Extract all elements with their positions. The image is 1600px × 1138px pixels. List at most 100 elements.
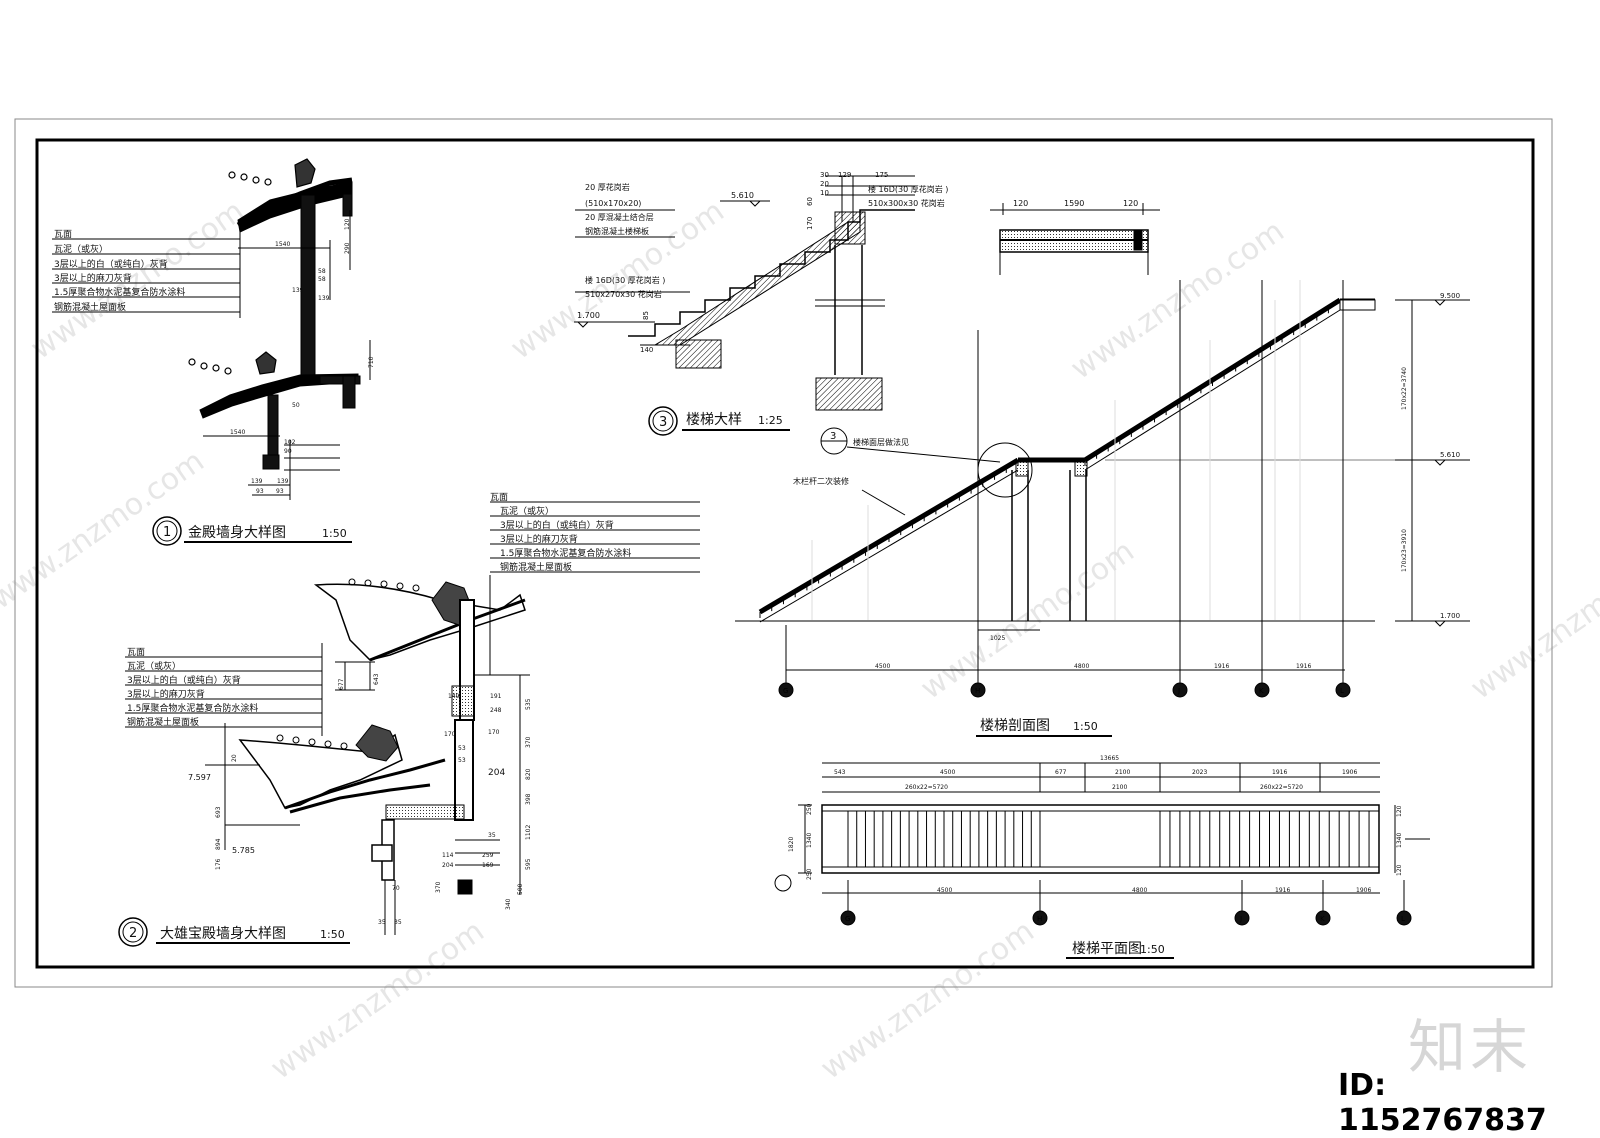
detail2-elevation: 7.597: [188, 773, 211, 782]
detail1-dims: 1540 290 120 58 58 139 139 710 50 1540 1…: [230, 218, 375, 495]
detail3-dim: 129: [838, 171, 851, 179]
detail1-number: 1: [163, 525, 171, 540]
section-axis-h: [970, 682, 986, 698]
detail2-dim: 53: [458, 757, 466, 764]
plan-side-dim: 1820: [788, 837, 795, 852]
plan-top-dim: 1906: [1342, 769, 1357, 776]
detail2-dim: 370: [435, 881, 442, 893]
plan-axis-j: [1234, 910, 1250, 926]
detail2-dim: 340: [505, 898, 512, 910]
watermark-layer: www.znzmo.com www.znzmo.com www.znzmo.co…: [0, 194, 1600, 1087]
detail2-upper-layer-4: 3层以上的麻刀灰背: [500, 533, 578, 545]
plan-side-dim: 250: [806, 803, 813, 815]
section-elevation: 9.500: [1440, 292, 1460, 300]
detail2-dim: 693: [215, 806, 222, 818]
detail1-dim: 93: [276, 488, 284, 495]
plan-axis-h: [1032, 910, 1048, 926]
plan-axis-l: [1396, 910, 1412, 926]
detail-1-wall-section: [188, 158, 371, 500]
plan-axis-label: H: [1037, 915, 1042, 923]
detail2-dim: 398: [525, 793, 532, 805]
detail2-dim: 820: [525, 768, 532, 780]
section-axis-j: [1172, 682, 1188, 698]
detail2-lower-wall: [454, 719, 474, 821]
detail2-dim: 204: [488, 768, 505, 778]
section-dim-1025: 1025: [990, 635, 1005, 642]
detail3-elevation: 1.700: [577, 311, 600, 320]
plan-total-dim: 13665: [1100, 755, 1119, 762]
detail1-layer-6: 钢筋混凝土屋面板: [54, 301, 126, 313]
detail1-wall: [300, 194, 316, 376]
detail1-title-block: 1 金殿墙身大样图 1:50: [152, 516, 352, 546]
detail3-title-block: 3 楼梯大样 1:25: [648, 406, 790, 436]
detail2-dim: 894: [215, 838, 222, 850]
detail2-dim: 169: [482, 862, 494, 869]
detail2-dim: 170: [444, 731, 456, 738]
detail3-note: 20 厚花岗岩: [585, 182, 630, 192]
detail2-dim: 1102: [525, 825, 532, 840]
plan-top-dim: 1916: [1272, 769, 1287, 776]
section-axis-label: H: [975, 687, 980, 695]
detail2-dim: 248: [490, 707, 502, 714]
detail3-note: 510x300x30 花岗岩: [868, 198, 945, 208]
detail2-base: [371, 844, 393, 862]
detail2-layer-text-lower: 瓦面 瓦泥（或灰） 3层以上的白（或纯白）灰背 3层以上的麻刀灰背 1.5厚聚合…: [127, 647, 258, 728]
section-elevation: 1.700: [1440, 612, 1460, 620]
detail1-layer-2: 瓦泥（或灰）: [54, 243, 108, 255]
detail2-lower-ornaments: [276, 724, 399, 762]
detail2-dim: 643: [373, 673, 380, 685]
detail2-dim: 176: [215, 858, 222, 870]
detail2-dim: 170: [488, 729, 500, 736]
detail2-dim: 35: [488, 832, 496, 839]
detail1-column: [267, 394, 279, 456]
section-balusters: [811, 280, 1301, 620]
section-axis-label: K: [1259, 687, 1264, 695]
detail2-dim: 20: [231, 754, 238, 762]
detail3-note: (510x170x20): [585, 199, 641, 208]
detail2-dim: 595: [525, 858, 532, 870]
detail2-dim: 35: [394, 919, 402, 926]
plan-side-dim: 1340: [1396, 833, 1403, 848]
detail3-note: 楼 16D(30 厚花岗岩 ): [868, 184, 948, 194]
detail2-dim: 191: [490, 693, 502, 700]
plan-axis-g: [840, 910, 856, 926]
detail1-dim: 93: [256, 488, 264, 495]
detail2-upper-layer-3: 3层以上的白（或纯白）灰背: [500, 519, 614, 531]
detail1-dim: 290: [344, 242, 351, 254]
detail2-upper-layer-2: 瓦泥（或灰）: [500, 505, 554, 517]
detail1-title: 金殿墙身大样图: [188, 525, 286, 541]
section-axis-label: L: [1340, 687, 1344, 695]
detail2-lower-layer-4: 3层以上的麻刀灰背: [127, 688, 205, 700]
detail3-dims: 30 129 175 20 10 60 170 85 140: [640, 171, 888, 354]
detail1-layer-table: [52, 238, 240, 313]
detail3-notes: 20 厚花岗岩 (510x170x20) 20 厚混凝土结合层 钢筋混凝土楼梯板…: [577, 182, 948, 320]
detail1-base: [262, 454, 280, 470]
detail2-scale: 1:50: [320, 928, 345, 941]
plan-side-dim: 250: [806, 868, 813, 880]
detail1-dim: 1540: [230, 429, 245, 436]
detail2-dim: 35: [378, 919, 386, 926]
detail3-dim: 10: [820, 189, 829, 197]
watermark-text-7: www.znzmo.com: [265, 914, 491, 1087]
detail2-upper-roof: [313, 583, 526, 661]
section-elevation: 5.610: [1440, 451, 1460, 459]
section-axis-label: G: [783, 687, 788, 695]
detail3-dim: 175: [875, 171, 888, 179]
detail2-dim: 204: [442, 862, 454, 869]
plan-side-dim: 120: [1396, 805, 1403, 817]
section-scale: 1:50: [1073, 720, 1098, 733]
detail2-upper-layer-1: 瓦面: [490, 492, 508, 503]
outer-border: [14, 118, 1553, 988]
detail2-title-block: 2 大雄宝殿墙身大样图 1:50: [118, 917, 350, 947]
detail3-dim: 30: [820, 171, 829, 179]
plan-top-dim: 2023: [1192, 769, 1207, 776]
detail1-dim: 139: [251, 478, 263, 485]
watermark-brand: 知末: [1408, 1013, 1533, 1081]
section-grid-dim: 4500: [875, 663, 890, 670]
detail3-dim: 60: [806, 197, 814, 206]
plan-texts: 13665 543 4500 677 2100 2023 1916 1906 2…: [788, 755, 1403, 894]
detail3-dim: 85: [642, 311, 650, 320]
drawing-id: ID: 1152767837: [1338, 1068, 1547, 1138]
detail2-lower-layer-5: 1.5厚聚合物水泥基复合防水涂料: [127, 702, 258, 714]
detail1-dim: 139: [292, 287, 304, 294]
